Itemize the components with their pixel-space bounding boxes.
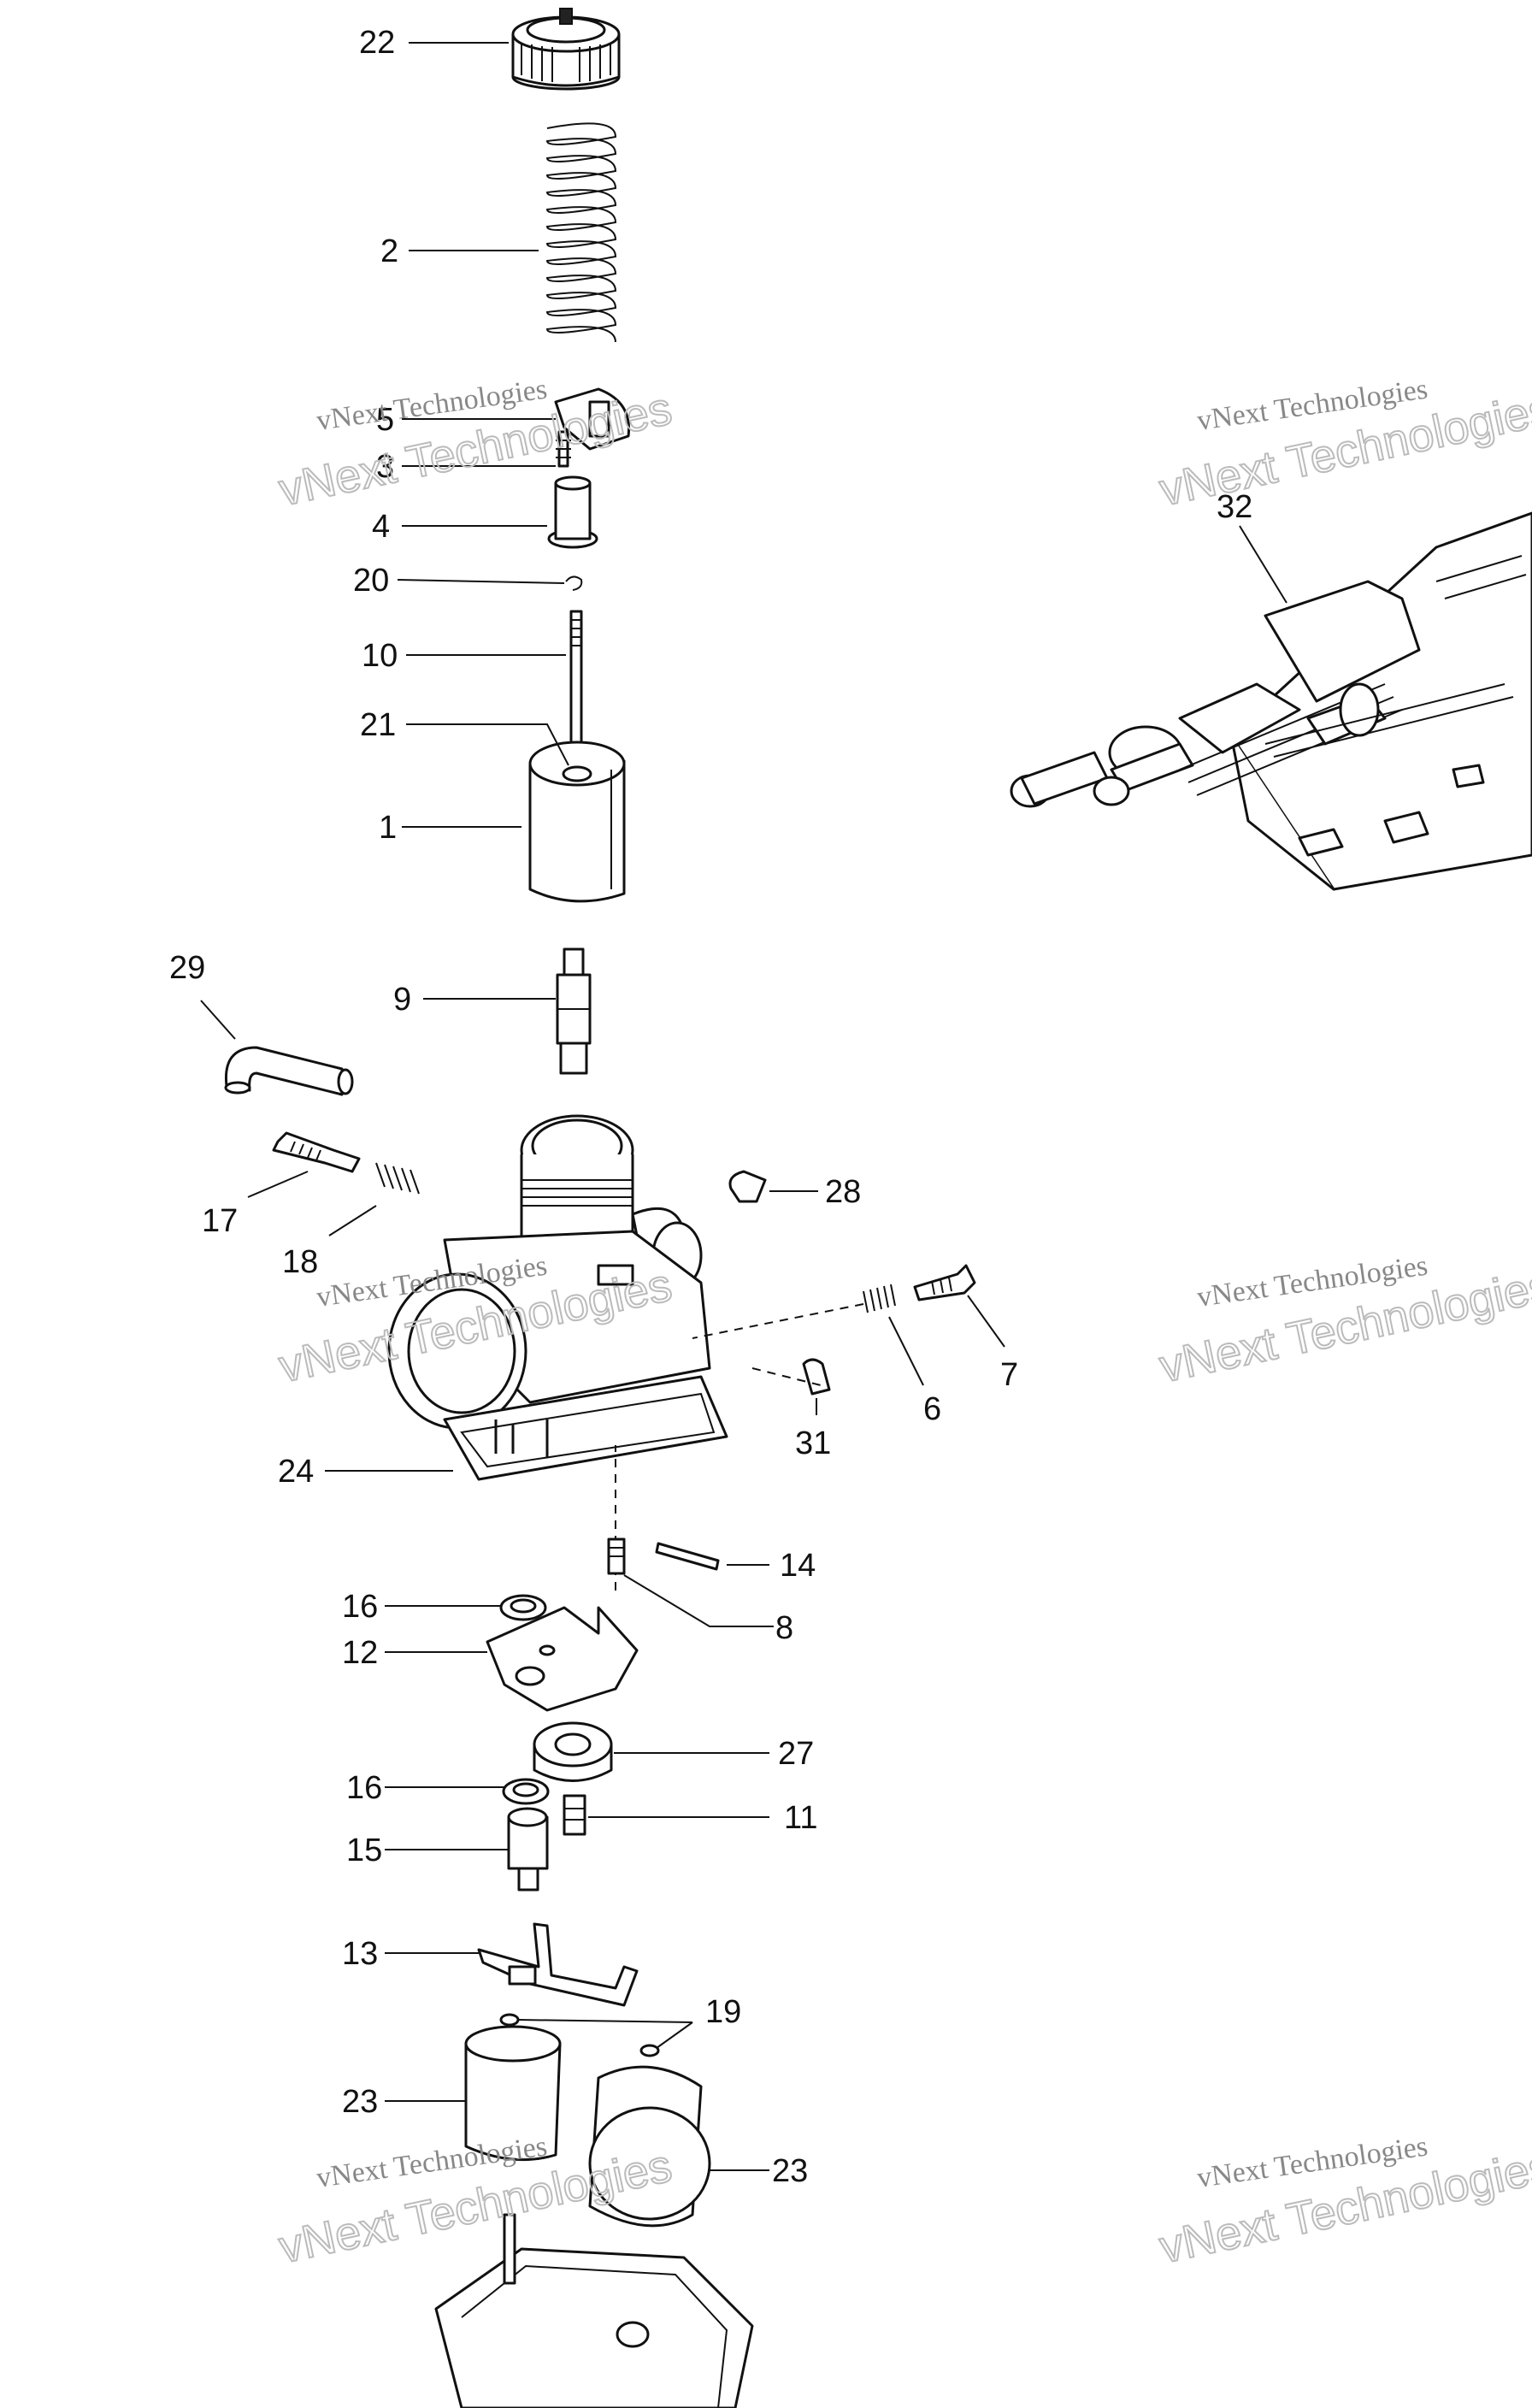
baffle-plate-part — [486, 1606, 639, 1712]
main-jet-part — [563, 1794, 586, 1836]
float-left-part — [464, 2013, 562, 2162]
label-27: 27 — [778, 1736, 814, 1772]
needle-clip-plate-part — [554, 387, 631, 468]
label-14: 14 — [780, 1548, 816, 1584]
label-17: 17 — [202, 1203, 238, 1239]
label-21: 21 — [360, 707, 396, 743]
label-8: 8 — [775, 1610, 793, 1646]
ring-part — [533, 1721, 613, 1782]
label-23-left: 23 — [342, 2084, 378, 2120]
part-number-labels: 22 2 5 3 4 20 10 21 1 32 29 9 28 17 18 6… — [169, 25, 1252, 2189]
float-pin-part — [655, 1542, 720, 1571]
float-arm-part — [477, 1922, 639, 2007]
carburetor-body-part — [387, 1114, 728, 1481]
label-19: 19 — [705, 1994, 741, 2030]
pilot-jet-part — [607, 1537, 626, 1575]
washer-lower-part — [502, 1778, 550, 1805]
label-22: 22 — [359, 25, 395, 61]
label-31: 31 — [795, 1425, 831, 1461]
needle-jet-part — [556, 947, 592, 1075]
throttle-slide-part — [528, 741, 626, 903]
label-2: 2 — [380, 233, 398, 269]
idle-screw-spring-part — [863, 1284, 896, 1313]
cap-axis-line — [751, 1367, 822, 1386]
leader-lines — [200, 42, 1287, 2171]
e-clip-part — [565, 575, 583, 591]
label-20: 20 — [353, 563, 389, 599]
label-16-lower: 16 — [346, 1770, 382, 1806]
label-10: 10 — [362, 638, 398, 674]
cap-part — [511, 8, 621, 91]
label-11: 11 — [784, 1800, 817, 1836]
label-32: 32 — [1217, 489, 1252, 525]
label-12: 12 — [342, 1635, 378, 1671]
label-29: 29 — [169, 950, 205, 986]
washer-upper-part — [499, 1594, 547, 1621]
tool-kit-part — [1010, 511, 1532, 891]
label-3: 3 — [376, 449, 394, 485]
vent-hose-part — [224, 1046, 354, 1096]
idle-screw-part — [913, 1264, 976, 1301]
label-13: 13 — [342, 1936, 378, 1972]
label-15: 15 — [346, 1833, 382, 1868]
watermark-middle-right: vNext Technologies vNext Technologies — [1154, 1250, 1532, 1394]
watermark-top-left: vNext Technologies vNext Technologies — [274, 374, 677, 517]
label-1: 1 — [379, 810, 397, 846]
air-screw-part — [272, 1131, 361, 1173]
rubber-cap-part — [802, 1358, 831, 1396]
label-18: 18 — [282, 1244, 318, 1280]
watermark-bottom-left: vNext Technologies vNext Technologies — [274, 2131, 677, 2275]
needle-holder-part — [547, 475, 598, 549]
watermark-top-right: vNext Technologies vNext Technologies — [1154, 374, 1532, 517]
label-24: 24 — [278, 1454, 314, 1490]
float-right-part — [588, 2044, 711, 2228]
float-bowl-part — [434, 2213, 754, 2408]
label-9: 9 — [393, 982, 411, 1018]
label-23-right: 23 — [772, 2153, 808, 2189]
label-7: 7 — [1000, 1357, 1018, 1393]
needle-valve-part — [507, 1807, 549, 1892]
idle-screw-cap-part — [728, 1170, 767, 1203]
watermark-bottom-right: vNext Technologies vNext Technologies — [1154, 2131, 1532, 2275]
label-16-upper: 16 — [342, 1589, 378, 1625]
label-5: 5 — [376, 402, 394, 438]
spring-part — [545, 122, 617, 343]
screw-axis-line — [692, 1303, 864, 1339]
label-28: 28 — [825, 1174, 861, 1210]
label-6: 6 — [923, 1391, 941, 1427]
label-4: 4 — [372, 509, 390, 545]
air-screw-spring-part — [375, 1162, 420, 1195]
